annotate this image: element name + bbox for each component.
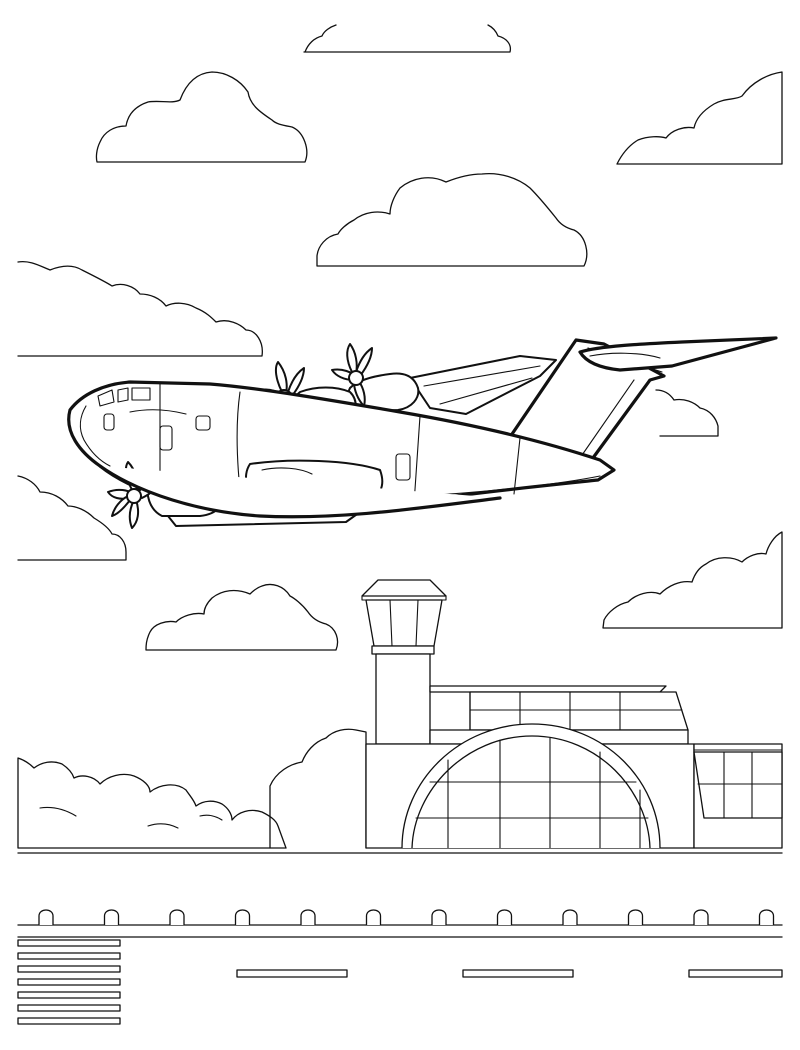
runway-light: [431, 909, 447, 925]
runway-centerline-dashes: [236, 969, 783, 978]
airplane-window-1: [103, 413, 115, 431]
runway-light: [627, 909, 644, 925]
runway-lights: [38, 909, 775, 925]
control-tower-window-lines: [361, 595, 447, 647]
cloud-right-tail: [655, 389, 719, 437]
terminal-roof: [429, 685, 667, 693]
cloud-center: [316, 172, 588, 267]
terminal-arch-grid: [415, 737, 649, 849]
terminal-upper-glass: [469, 691, 689, 731]
terminal-upper-glass-grid: [469, 691, 683, 731]
threshold-stripe: [17, 939, 121, 947]
runway-light: [234, 909, 251, 925]
centerline-dash: [462, 969, 574, 978]
control-tower-cab: [361, 579, 447, 597]
cloud-top-center: [303, 24, 512, 53]
airplane-horizontal-stabilizer: [578, 336, 778, 372]
cloud-upper-left: [95, 71, 308, 163]
airplane-far-propeller-outer: [331, 343, 373, 407]
runway-light: [103, 909, 120, 925]
threshold-stripe: [17, 1017, 121, 1025]
terminal-right-glass-grid: [697, 751, 783, 819]
runway-light: [758, 909, 775, 925]
control-tower-collar: [371, 645, 435, 655]
clouds: [17, 24, 783, 849]
threshold-stripe: [17, 965, 121, 973]
threshold-stripe: [17, 1004, 121, 1012]
runway: [17, 852, 783, 1025]
airplane-far-wing-detail: [423, 365, 541, 405]
runway-light: [365, 909, 382, 925]
airplane-door: [395, 453, 411, 481]
cloud-left-middle: [17, 260, 263, 357]
cloud-behind-terminal: [269, 728, 367, 849]
cloud-bottom-left-detail: [39, 806, 223, 829]
control-tower-shaft: [375, 653, 431, 745]
airplane-window-2: [159, 425, 173, 451]
airplane-stabilizer-detail: [589, 352, 661, 359]
runway-threshold-stripes: [17, 939, 121, 1025]
cloud-left-lower: [17, 475, 127, 561]
airplane-far-wing: [409, 355, 557, 415]
runway-light: [38, 909, 54, 925]
cloud-bottom-left: [17, 757, 287, 849]
cloud-center-lower: [145, 583, 339, 651]
terminal-right-glass: [693, 751, 783, 819]
airplane-cockpit-windows: [97, 387, 151, 407]
centerline-dash: [688, 969, 783, 978]
runway-light: [169, 909, 185, 925]
airplane-window-3: [195, 415, 211, 431]
transport-airplane: [67, 336, 778, 529]
airplane-gear-fairing-detail: [261, 467, 313, 475]
airplane-nose: [79, 405, 111, 467]
runway-light: [496, 909, 513, 925]
terminal-arch-inner: [411, 735, 651, 849]
runway-light: [693, 909, 709, 925]
centerline-dash: [236, 969, 348, 978]
cloud-upper-right: [616, 71, 783, 165]
runway-light: [562, 909, 578, 925]
runway-light: [300, 909, 316, 925]
airport-terminal: [361, 579, 783, 849]
threshold-stripe: [17, 991, 121, 999]
cloud-right-middle: [602, 531, 783, 629]
threshold-stripe: [17, 952, 121, 960]
control-tower-windows: [365, 599, 443, 647]
threshold-stripe: [17, 978, 121, 986]
airplane-belly-line: [98, 464, 502, 519]
